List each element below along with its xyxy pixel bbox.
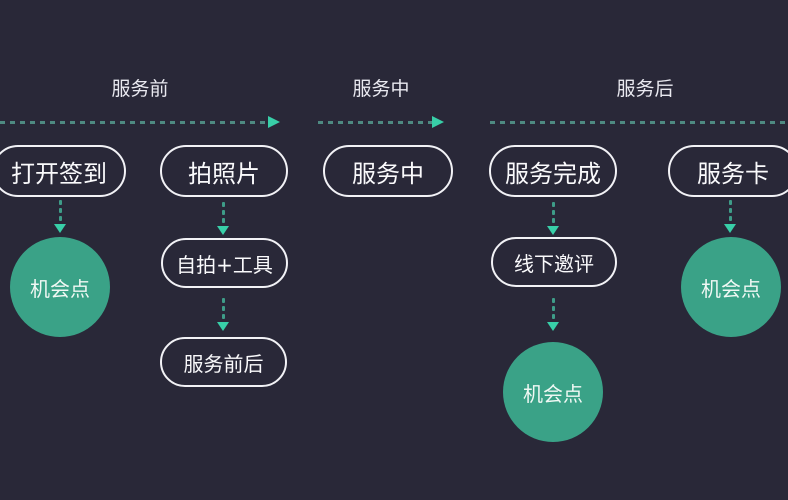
timeline-arrowhead-icon: [268, 116, 280, 128]
timeline-arrowhead-icon: [432, 116, 444, 128]
opportunity-circle-checkin: 机会点: [10, 237, 110, 337]
arrowhead-down-icon: [54, 224, 66, 233]
phase-label-in-service: 服务中: [352, 78, 410, 100]
timeline-dashed-line-in-service: [318, 121, 432, 124]
down-arrow-selfie-to-before-after: [216, 298, 230, 331]
substep-pill-offline-invite: 线下邀评: [491, 237, 617, 287]
down-arrow-card-to-opportunity: [723, 200, 737, 233]
step-pill-take-photo: 拍照片: [160, 145, 288, 197]
arrowhead-down-icon: [217, 322, 229, 331]
down-arrow-complete-to-invite: [546, 202, 560, 235]
step-pill-open-checkin: 打开签到: [0, 145, 126, 197]
down-arrow-photo-to-selfie: [216, 202, 230, 235]
timeline-dashed-line-post-service: [490, 121, 788, 124]
phase-label-post-service: 服务后: [616, 78, 674, 100]
opportunity-circle-complete: 机会点: [503, 342, 603, 442]
substep-pill-before-after: 服务前后: [160, 337, 287, 387]
timeline-dashed-line-pre-service: [0, 121, 268, 124]
arrowhead-down-icon: [547, 322, 559, 331]
phase-label-pre-service: 服务前: [111, 78, 169, 100]
step-pill-service-card: 服务卡: [668, 145, 788, 197]
arrowhead-down-icon: [217, 226, 229, 235]
step-pill-in-service: 服务中: [323, 145, 453, 197]
down-arrow-checkin-to-opportunity: [53, 200, 67, 233]
arrowhead-down-icon: [547, 226, 559, 235]
down-arrow-invite-to-opportunity: [546, 298, 560, 331]
substep-pill-selfie-tools: 自拍+工具: [161, 238, 288, 288]
arrowhead-down-icon: [724, 224, 736, 233]
opportunity-circle-card: 机会点: [681, 237, 781, 337]
step-pill-service-complete: 服务完成: [489, 145, 617, 197]
